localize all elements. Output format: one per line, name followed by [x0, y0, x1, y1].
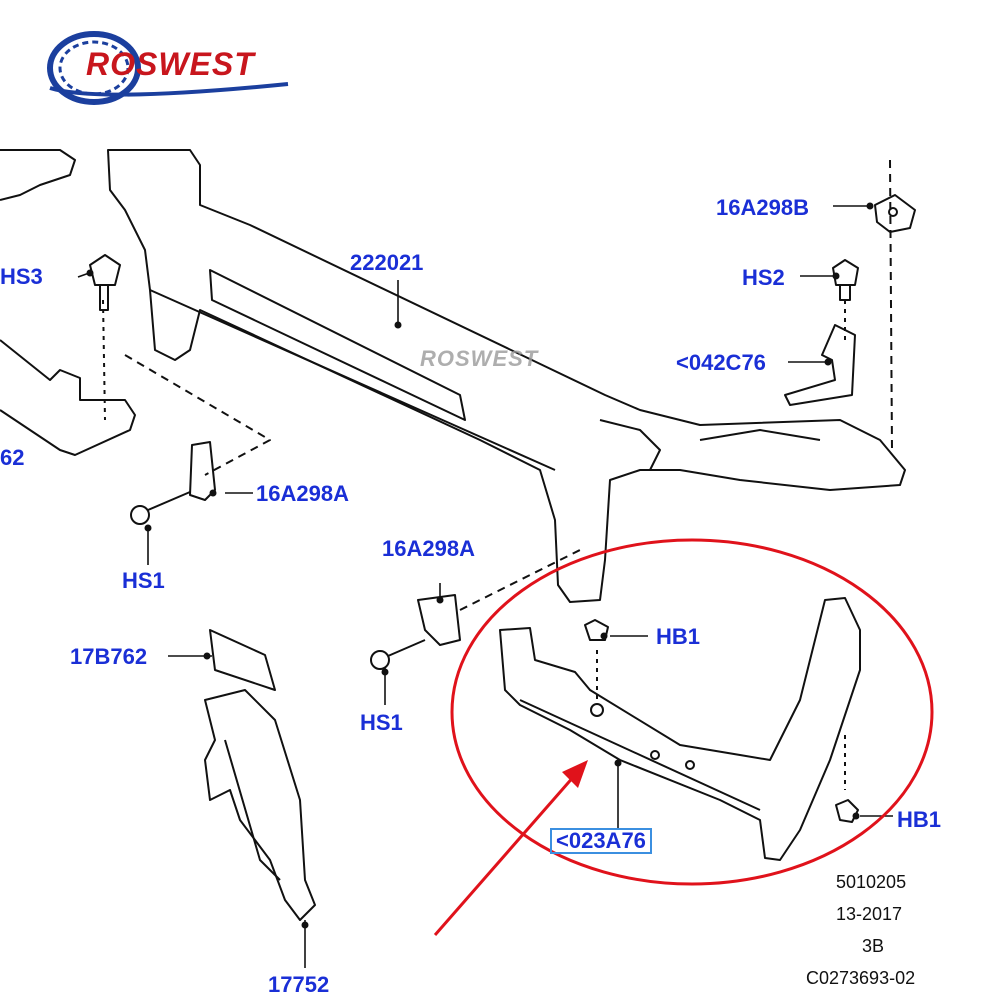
watermark-text: ROSWEST	[420, 346, 539, 371]
label-HB1-top: HB1	[656, 624, 701, 649]
label-HS1-mid: HS1	[360, 710, 403, 735]
cross-member-slot	[209, 269, 466, 421]
label-HS3: HS3	[0, 264, 43, 289]
support-023A76	[499, 597, 861, 861]
ref-line-3: 3B	[862, 936, 885, 956]
ref-line-1: 5010205	[836, 872, 907, 892]
ref-line-4: C0273693-02	[806, 968, 916, 988]
label-17B762: 17B762	[70, 644, 148, 669]
bracket-16A298A-mid	[417, 594, 461, 646]
part-17B762	[209, 629, 276, 691]
label-HS1-left: HS1	[122, 568, 165, 593]
bracket-042C76	[784, 324, 856, 406]
label-222021: 222021	[350, 250, 424, 275]
label-023A76: <023A76	[550, 828, 652, 854]
label-042C76: <042C76	[676, 350, 766, 375]
cross-member-222021	[107, 149, 906, 603]
highlight-arrow-icon	[433, 760, 588, 936]
brand-logo: ROSWEST	[38, 28, 298, 108]
label-17752: 17752	[268, 972, 330, 997]
side-bracket-left	[0, 339, 136, 456]
label-16A298B: 16A298B	[716, 195, 809, 220]
ref-line-2: 13-2017	[836, 904, 903, 924]
label-16A298A-left: 16A298A	[256, 481, 349, 506]
label-16A298A-mid: 16A298A	[382, 536, 475, 561]
logo-swoosh-icon	[47, 31, 289, 105]
label-HS2: HS2	[742, 265, 785, 290]
highlight-circle	[450, 538, 934, 886]
label-62: 62	[0, 445, 25, 470]
label-HB1-right: HB1	[897, 807, 942, 832]
bracket-16A298A-left	[189, 441, 216, 501]
partial-panel-top-left	[0, 149, 76, 201]
part-17752	[204, 689, 316, 921]
logo-text: ROSWEST	[86, 46, 255, 82]
